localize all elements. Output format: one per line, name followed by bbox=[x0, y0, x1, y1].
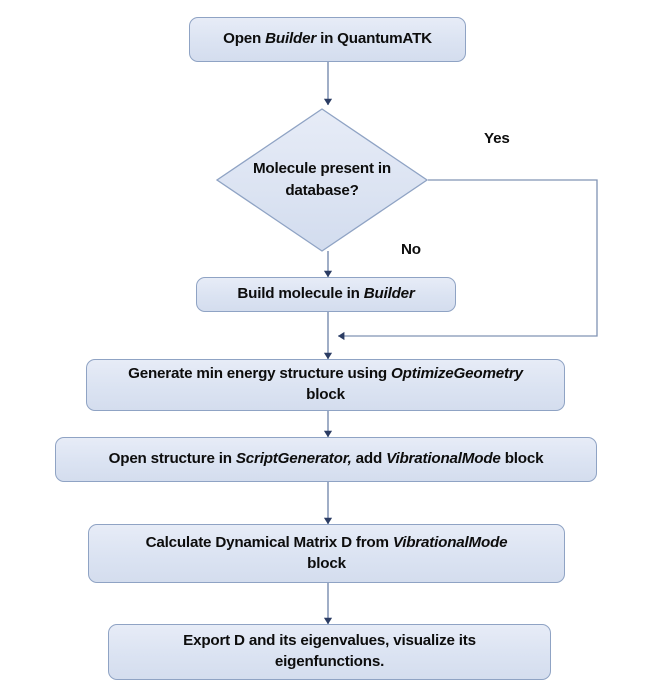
diamond-line-1: Molecule bbox=[252, 159, 317, 177]
node-open-scriptgenerator-label: Open structure in ScriptGenerator, add V… bbox=[108, 450, 544, 468]
node-export-eigenvalues-line-2: eigenfunctions. bbox=[274, 653, 385, 670]
node-molecule-in-database[interactable]: Molecule present in database? bbox=[216, 108, 428, 252]
node-export-eigenvalues[interactable]: Export D and its eigenvalues, visualize … bbox=[108, 624, 551, 680]
node-open-scriptgenerator[interactable]: Open structure in ScriptGenerator, add V… bbox=[55, 437, 597, 482]
node-open-builder[interactable]: Open Builder in QuantumATK bbox=[189, 17, 466, 62]
node-open-builder-label: Open Builder in QuantumATK bbox=[223, 30, 432, 48]
node-export-eigenvalues-line-1: Export D and its eigenvalues, visualize … bbox=[183, 632, 476, 650]
node-build-molecule-label: Build molecule in Builder bbox=[237, 285, 415, 303]
yes-label: Yes bbox=[484, 130, 510, 147]
diamond-line-2: present in bbox=[320, 159, 391, 177]
diamond-line-3: database? bbox=[285, 182, 359, 199]
no-label: No bbox=[401, 241, 421, 258]
node-generate-min-energy-line-2: block bbox=[306, 386, 345, 403]
node-generate-min-energy-line-1: Generate min energy structure using Opti… bbox=[128, 365, 523, 383]
node-build-molecule[interactable]: Build molecule in Builder bbox=[196, 277, 456, 312]
node-molecule-in-database-label: Molecule present in database? bbox=[216, 108, 428, 252]
node-generate-min-energy[interactable]: Generate min energy structure using Opti… bbox=[86, 359, 565, 411]
node-calculate-dynamical-matrix-line-1: Calculate Dynamical Matrix D from Vibrat… bbox=[145, 533, 508, 551]
node-calculate-dynamical-matrix-line-2: block bbox=[307, 554, 346, 572]
node-calculate-dynamical-matrix[interactable]: Calculate Dynamical Matrix D from Vibrat… bbox=[88, 524, 565, 583]
